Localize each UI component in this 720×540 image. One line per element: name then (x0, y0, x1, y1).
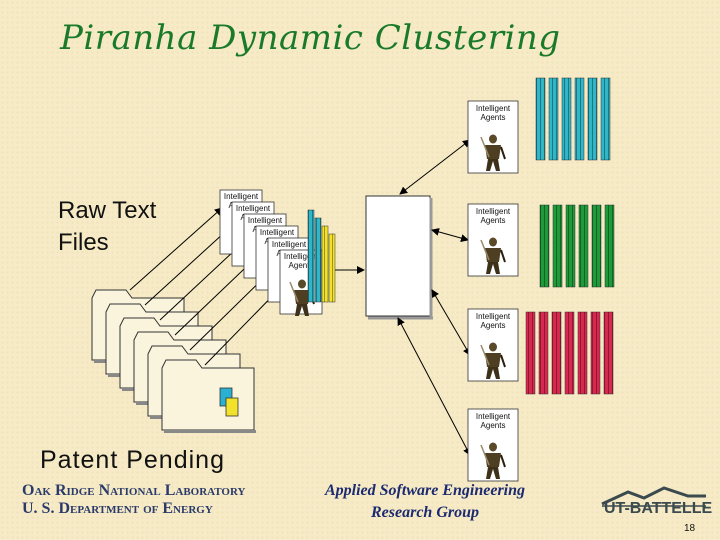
agent-card-stack: IntelligentAgentsIntelligentAgentsIntell… (220, 190, 335, 316)
agent-label-line-1: Intelligent (476, 312, 511, 321)
cluster-document-bar (536, 78, 545, 160)
agent-label-line-1: Intelligent (476, 104, 511, 113)
cluster-server-box (366, 196, 430, 316)
cluster-document-bar (540, 205, 549, 287)
cluster-document-bar (552, 312, 561, 394)
arrow (130, 208, 222, 290)
logo-text: UT-BATTELLE (604, 500, 712, 518)
document-icon-yellow (226, 398, 238, 416)
cluster-document-bar (549, 78, 558, 160)
ornl-line-2: U. S. Department of Energy (22, 500, 245, 518)
cluster-document-bar (566, 205, 575, 287)
agent-label-line-1: Intelligent (260, 228, 295, 237)
cluster-document-bar (562, 78, 571, 160)
document-folder-stack (92, 290, 256, 433)
cluster-group (536, 78, 610, 160)
double-arrow (432, 290, 470, 355)
agent-label-line-1: Intelligent (476, 412, 511, 421)
agent-label-line-2: Agents (481, 321, 506, 330)
agent-label-line-2: Agents (481, 113, 506, 122)
cluster-document-bar (539, 312, 548, 394)
agent-label-line-2: Agents (481, 216, 506, 225)
stack-cluster-bar (308, 210, 314, 302)
cluster-document-bar (565, 312, 574, 394)
agent-label-line-1: Intelligent (224, 192, 259, 201)
agent-label-line-2: Agents (481, 421, 506, 430)
stack-cluster-bar (329, 234, 335, 302)
ornl-line-1: Oak Ridge National Laboratory (22, 482, 245, 500)
page-number: 18 (684, 523, 695, 534)
cluster-document-bar (604, 312, 613, 394)
cluster-document-bar (579, 205, 588, 287)
cluster-group (540, 205, 614, 287)
stack-cluster-bar (322, 226, 328, 302)
cluster-document-bar (592, 205, 601, 287)
cluster-group (526, 312, 613, 394)
cluster-document-bar (578, 312, 587, 394)
ase-line-1: Applied Software Engineering (300, 480, 550, 502)
cluster-document-bar (601, 78, 610, 160)
agent-label-line-1: Intelligent (272, 240, 307, 249)
patent-pending-label: Patent Pending (40, 446, 225, 475)
agent-label-line-1: Intelligent (476, 207, 511, 216)
cluster-document-bar (605, 205, 614, 287)
stack-cluster-bar (315, 218, 321, 302)
agent-label-line-1: Intelligent (248, 216, 283, 225)
folder-icon (162, 360, 256, 433)
cluster-document-bar (553, 205, 562, 287)
cluster-document-bar (588, 78, 597, 160)
agent-label-line-1: Intelligent (236, 204, 271, 213)
right-agent-column: IntelligentAgentsIntelligentAgentsIntell… (468, 101, 518, 481)
double-arrow (432, 230, 468, 240)
cluster-document-bar (591, 312, 600, 394)
double-arrow (400, 140, 470, 194)
cluster-document-bar (526, 312, 535, 394)
double-arrow (398, 318, 470, 455)
ase-line-2: Research Group (300, 502, 550, 524)
cluster-document-bar (575, 78, 584, 160)
cluster-groups (526, 78, 614, 394)
ornl-text: Oak Ridge National Laboratory U. S. Depa… (22, 482, 245, 518)
applied-software-engineering-text: Applied Software Engineering Research Gr… (300, 480, 550, 524)
